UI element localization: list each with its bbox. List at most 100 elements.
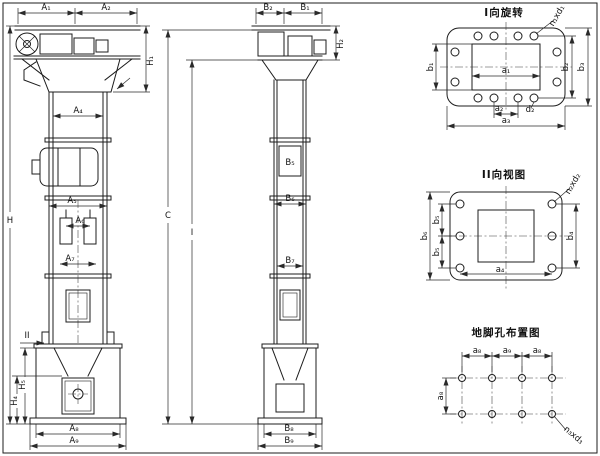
holes-note-1: n₁xd₁ [547,4,567,29]
dim-label-b6: B₆ [285,194,295,204]
casing-flange [269,195,311,201]
dim-b4-flange: b₄ [556,203,580,269]
dim-h5: H₅ [18,347,34,424]
dim-label-b1: B₁ [300,3,309,13]
dim-h1: H₁ [113,25,156,93]
dim-b2-b1: B₂ B₁ [255,3,323,24]
dim-label-h5: H₅ [18,380,28,390]
dim-label-h1: H₁ [146,56,156,66]
dim-label-c: C [165,211,171,221]
side-inspection-box [278,145,302,177]
view-ii-title: II向视图 [482,168,526,181]
takeup-screw [106,331,115,345]
side-head-assembly [251,25,331,81]
dim-b8: B₈ [263,424,317,438]
dim-label-anchor-side: a₈ [436,391,446,400]
dim-label-fa2: a₂ [495,104,504,114]
front-boot [29,331,127,425]
dim-b5-flange: b₅ b₅ [432,203,456,269]
dim-label-a4: A₄ [73,106,83,116]
dim-label-a7: A₇ [65,254,75,264]
drive-motor-side [257,31,285,57]
side-view: B₂ B₁ H₂ B₅ [251,3,346,450]
drive-wheel [15,32,39,56]
dim-label-a6: A₆ [75,216,85,226]
inspection-door [65,289,91,323]
drive-gearbox-side [287,35,313,57]
casing-flange [269,137,311,143]
dim-label-a5: A₅ [67,196,76,206]
dim-b2-flange: b₂ [538,35,576,99]
anchor-plan-title: 地脚孔布置图 [472,326,541,339]
marker-label-ii: II [24,331,29,341]
dim-label-b9: B₉ [284,436,294,446]
anchor-top-dims: a₈ a₉ a₈ [461,346,553,372]
dim-label-b5: B₅ [285,158,294,168]
front-casing [31,91,112,345]
dim-a8: A₈ [35,424,121,438]
dim-a1-a2: A₁ A₂ [17,3,138,24]
casing-flange [269,273,311,279]
dim-b6-flange: b₆ [420,191,450,281]
dim-a9: A₉ [29,424,127,450]
inspection-handle [31,159,41,175]
dim-label-fb6: b₆ [420,231,430,240]
drive-motor [39,33,73,55]
dim-b9: B₉ [257,424,323,450]
boot-flange-side [261,343,319,349]
dim-a3-flange: a₃ [446,106,566,130]
anchor-plan: 地脚孔布置图 a₈ a₉ a₈ a₈ [436,326,585,447]
boot-flange [33,343,123,349]
holes-leader [535,19,555,35]
dim-a4-flange: a₄ [460,265,552,277]
boot-door-side [275,383,305,413]
bucket [59,217,73,245]
dim-label-h: H [7,216,13,226]
view-ii-detail: II向视图 n₂xd₂ b₆ b₅ b₅ [420,168,583,290]
dim-label-fa3: a₃ [502,116,511,126]
dim-h2: H₂ [322,25,346,61]
dim-label-fb5-upper: b₅ [432,216,442,225]
overall-height-dims: C I [162,29,262,425]
dim-label-h4: H₄ [10,396,20,406]
dim-label-fb2: b₂ [561,63,571,72]
dim-label-fb1: b₁ [426,63,436,72]
side-casing: B₅ [269,79,311,345]
side-boot [257,343,323,425]
dim-label-fb5-lower: b₅ [432,248,442,257]
dim-label-anchor-mid: a₉ [503,346,512,356]
dim-a7: A₇ [60,254,96,267]
dim-label-a2: A₂ [101,3,110,13]
dim-label-fb4: b₄ [566,231,576,240]
dim-a4: A₄ [53,106,103,119]
anchor-side-dim: a₈ [436,377,456,415]
dim-label-anchor-right: a₈ [533,346,542,356]
bucket [83,217,97,245]
anchor-holes [458,374,556,418]
dim-label-b7: B₇ [285,256,295,266]
view-i-title: I向旋转 [484,6,523,19]
dim-label-i: I [191,228,194,238]
dim-h: H [6,25,30,425]
section-marker-ii: II [20,331,44,346]
dim-a6: A₆ [66,216,90,229]
dim-label-a8: A₈ [69,424,79,434]
dim-b6: B₆ [274,194,306,207]
dim-a2-d2-flange: a₂ d₂ [493,101,535,118]
takeup-screw [41,331,50,345]
dim-label-b8: B₈ [284,424,294,434]
discharge-spout [23,61,41,87]
head-housing [35,58,121,93]
holes-note-2: n₂xd₂ [563,172,583,197]
head-housing-side [261,59,319,81]
drive-gearbox [73,37,95,55]
boot-base-side [257,417,323,425]
side-door [279,289,301,321]
view-i-detail: I向旋转 n₁xd₁ b₁ a₁ b₂ [426,4,592,130]
dim-label-fd2: d₂ [526,105,535,115]
dim-h4: H₄ [10,375,62,424]
dim-b1-flange: b₁ [426,43,472,91]
